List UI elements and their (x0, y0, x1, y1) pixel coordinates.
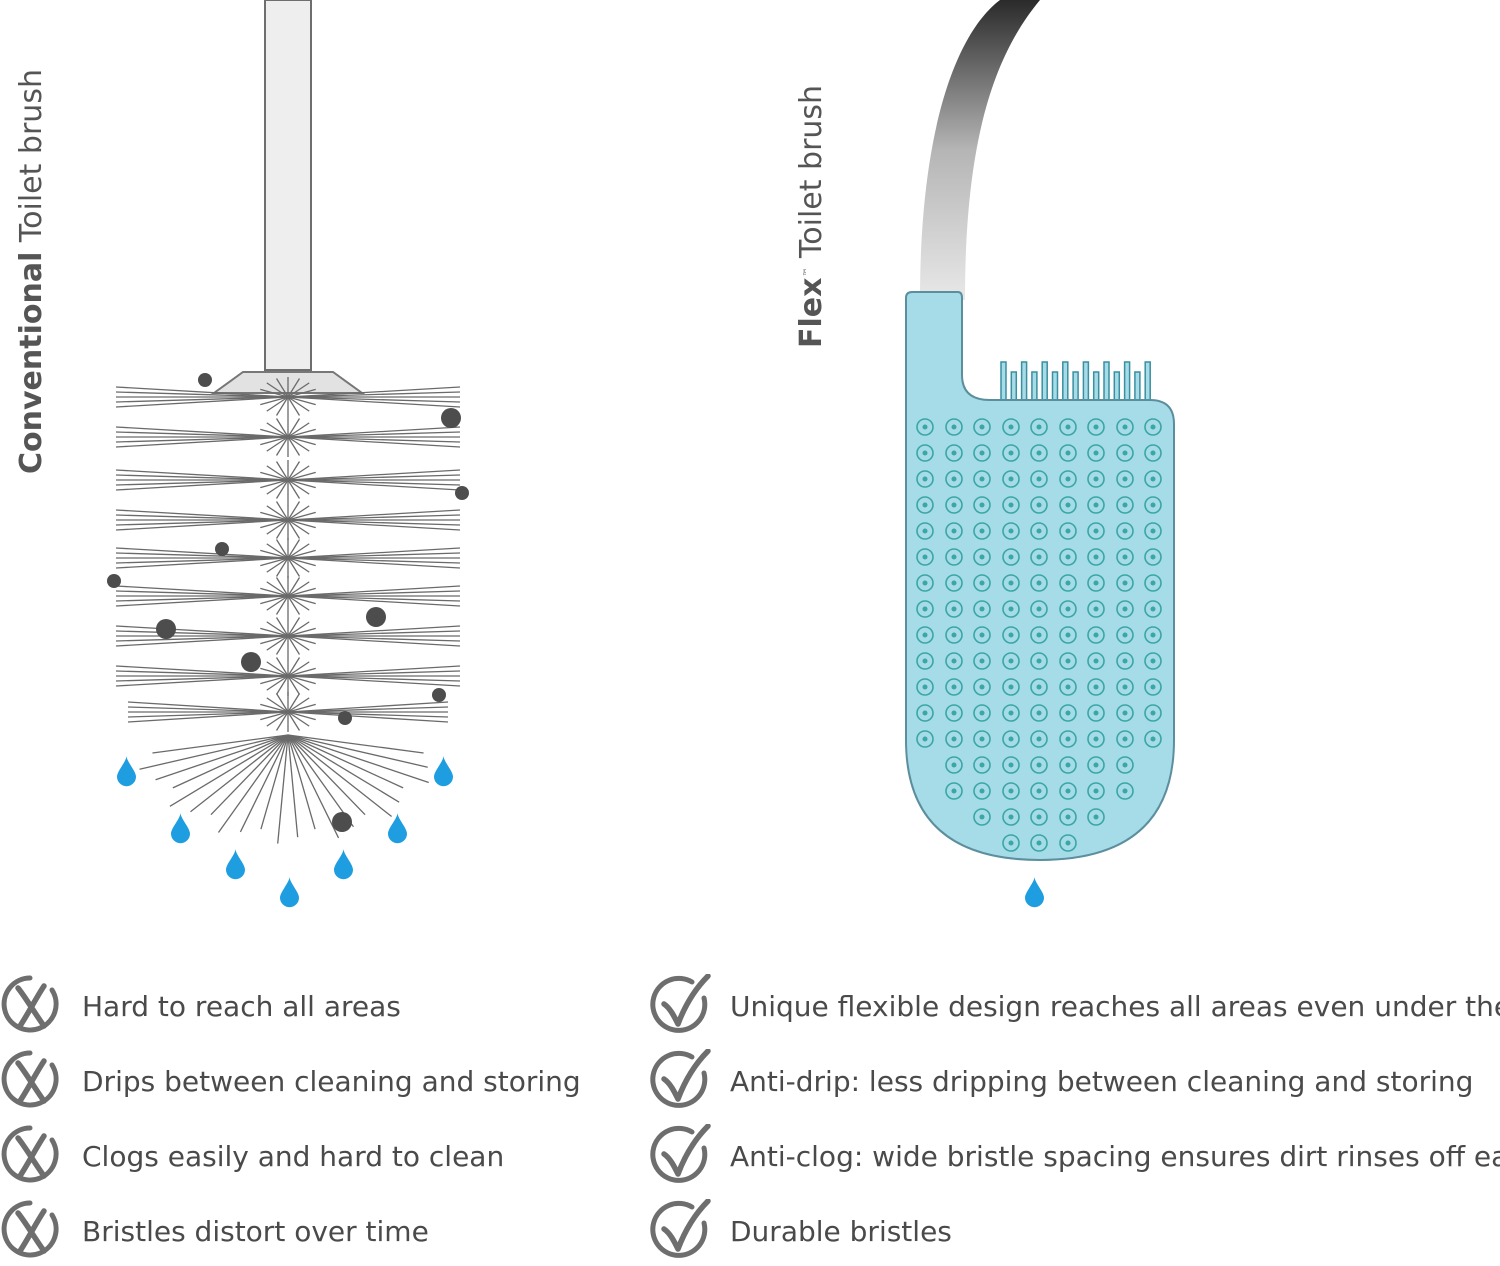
cross-circle-icon (1, 1200, 59, 1258)
list-item: Anti-drip: less dripping between cleanin… (648, 1049, 1474, 1111)
list-item: Unique flexible design reaches all areas… (648, 974, 1500, 1036)
list-item: Durable bristles (648, 1199, 952, 1261)
list-item: Bristles distort over time (0, 1200, 429, 1261)
check-circle-icon (650, 974, 711, 1033)
pro-text: Durable bristles (730, 1214, 952, 1248)
flex-handle (920, 0, 1040, 300)
flex-water-drop (1025, 876, 1044, 908)
check-circle-icon (650, 1049, 711, 1108)
con-text: Bristles distort over time (82, 1214, 429, 1248)
cross-circle-icon (1, 1125, 59, 1183)
conventional-water-drops (117, 755, 453, 908)
pro-text: Unique flexible design reaches all areas… (730, 989, 1500, 1023)
conventional-brush (107, 0, 469, 908)
dirt-particles (107, 373, 469, 832)
flex-brush (905, 0, 1175, 908)
cross-circle-icon (1, 975, 59, 1033)
pro-text: Anti-drip: less dripping between cleanin… (730, 1064, 1474, 1098)
list-item: Anti-clog: wide bristle spacing ensures … (648, 1124, 1500, 1186)
con-text: Clogs easily and hard to clean (82, 1139, 505, 1173)
conventional-bristles (115, 377, 461, 844)
conventional-handle (264, 0, 312, 371)
list-item: Hard to reach all areas (0, 975, 401, 1036)
check-circle-icon (650, 1199, 711, 1258)
brush-comparison-illustration (107, 0, 1175, 908)
flex-silicone-head (905, 291, 1175, 862)
cross-circle-icon (1, 1050, 59, 1108)
flex-rim-bristles (1000, 361, 1151, 403)
list-item: Drips between cleaning and storing (0, 1050, 581, 1111)
con-text: Drips between cleaning and storing (82, 1064, 581, 1098)
pro-text: Anti-clog: wide bristle spacing ensures … (730, 1139, 1500, 1173)
list-item: Clogs easily and hard to clean (0, 1125, 505, 1186)
con-text: Hard to reach all areas (82, 989, 401, 1023)
flex-bristle-dots (916, 418, 1162, 852)
check-circle-icon (650, 1124, 711, 1183)
